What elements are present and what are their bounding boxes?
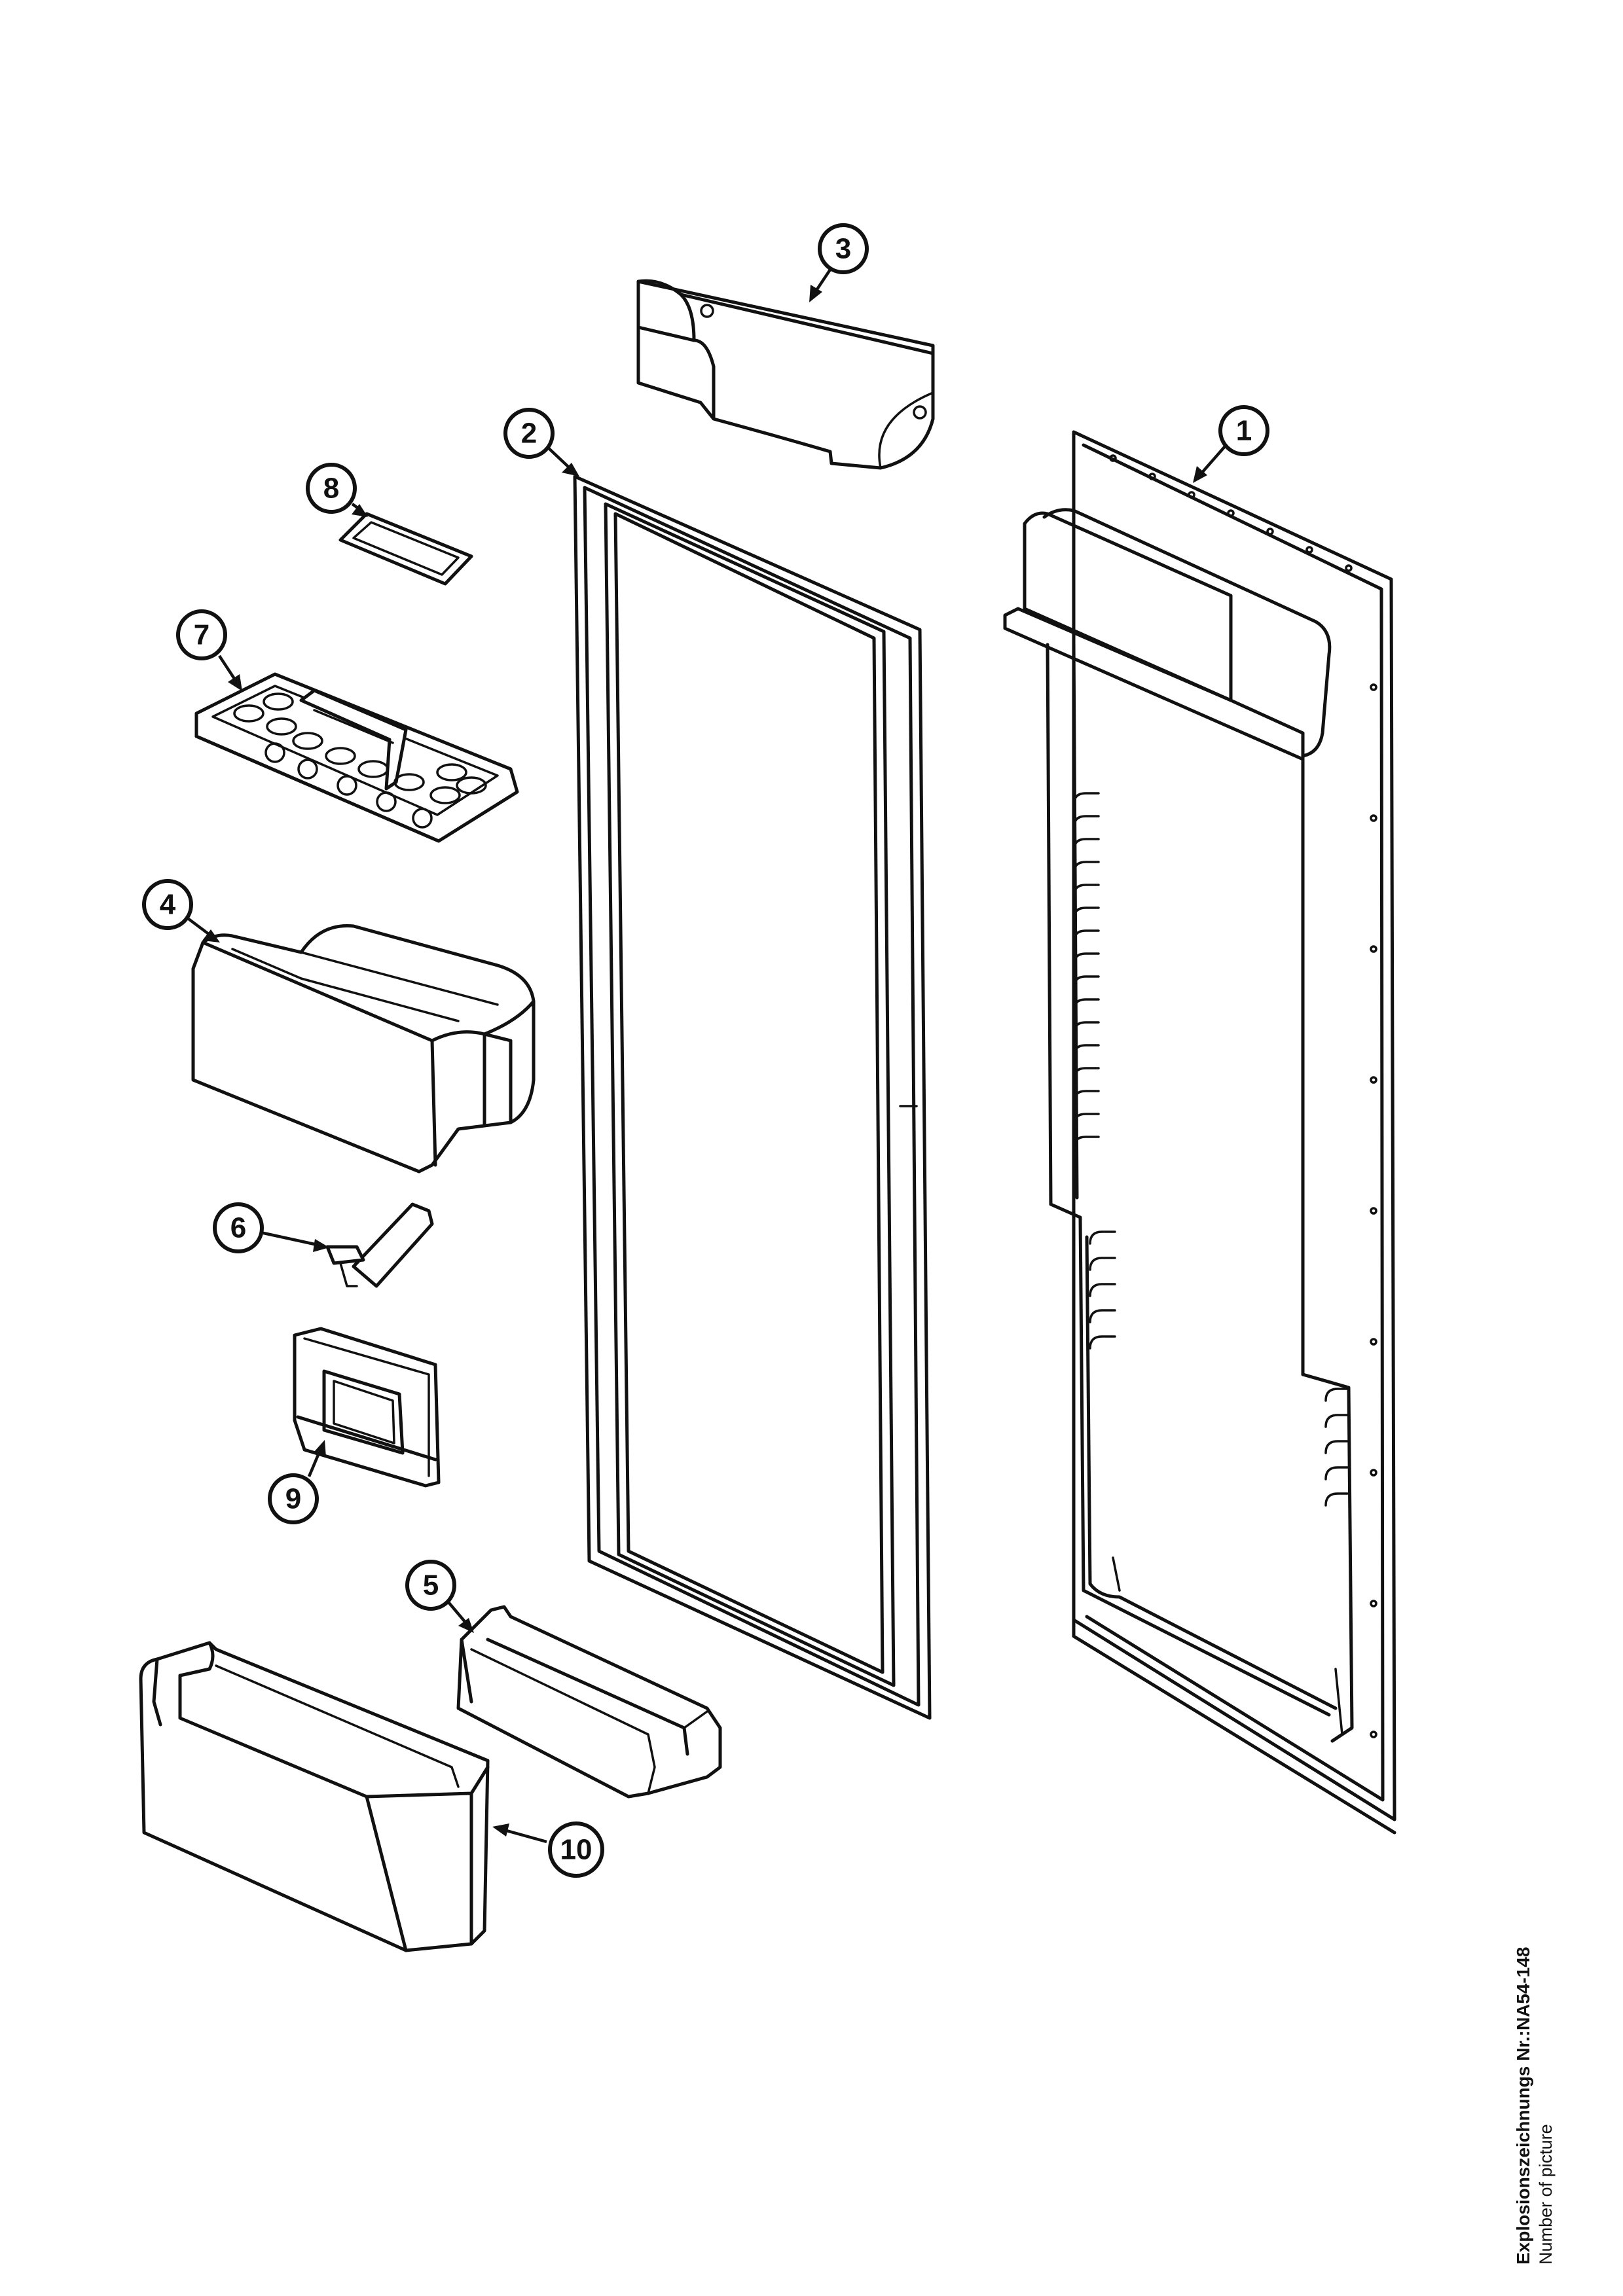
part-6-bracket xyxy=(325,1202,434,1288)
part-10-bottom-bin xyxy=(139,1641,490,1952)
part-5-shelf xyxy=(456,1605,722,1799)
callout-8: 8 xyxy=(306,463,357,514)
callout-10-label: 10 xyxy=(560,1834,593,1866)
part-7-egg-tray xyxy=(194,672,519,843)
liner-edge-dots xyxy=(1109,454,1377,1738)
callout-7-label: 7 xyxy=(194,619,210,651)
callout-1: 1 xyxy=(1218,405,1269,456)
callout-3: 3 xyxy=(818,223,869,274)
callout-5: 5 xyxy=(405,1560,456,1611)
callout-9-label: 9 xyxy=(285,1483,301,1515)
part-1-door-liner xyxy=(1003,430,1396,1835)
picture-number-caption: Explosionszeichnungs Nr.:NA54-148 Number… xyxy=(1512,1872,1565,2265)
shelf-slot-hooks xyxy=(1072,792,1349,1507)
callout-10: 10 xyxy=(548,1821,604,1878)
callout-6-label: 6 xyxy=(230,1212,246,1244)
part-2-door-gasket xyxy=(573,475,932,1720)
callout-4-label: 4 xyxy=(160,889,176,921)
callout-8-label: 8 xyxy=(323,473,339,505)
part-4-door-bin xyxy=(191,924,536,1174)
callout-5-label: 5 xyxy=(423,1570,439,1602)
callout-4: 4 xyxy=(142,879,193,930)
caption-subtitle: Number of picture xyxy=(1536,2124,1556,2265)
egg-cups xyxy=(233,692,487,829)
caption-drawing-number: Explosionszeichnungs Nr.:NA54-148 xyxy=(1513,1946,1533,2265)
callout-1-label: 1 xyxy=(1236,415,1252,447)
part-9-flap-door xyxy=(293,1327,441,1488)
part-8-tray xyxy=(338,512,473,586)
callout-6: 6 xyxy=(213,1202,264,1253)
callout-2-label: 2 xyxy=(521,418,537,450)
callout-2: 2 xyxy=(503,408,555,459)
callout-9: 9 xyxy=(268,1473,319,1524)
part-3-dairy-door xyxy=(636,279,935,470)
callout-3-label: 3 xyxy=(835,233,851,265)
callout-7: 7 xyxy=(176,609,227,660)
